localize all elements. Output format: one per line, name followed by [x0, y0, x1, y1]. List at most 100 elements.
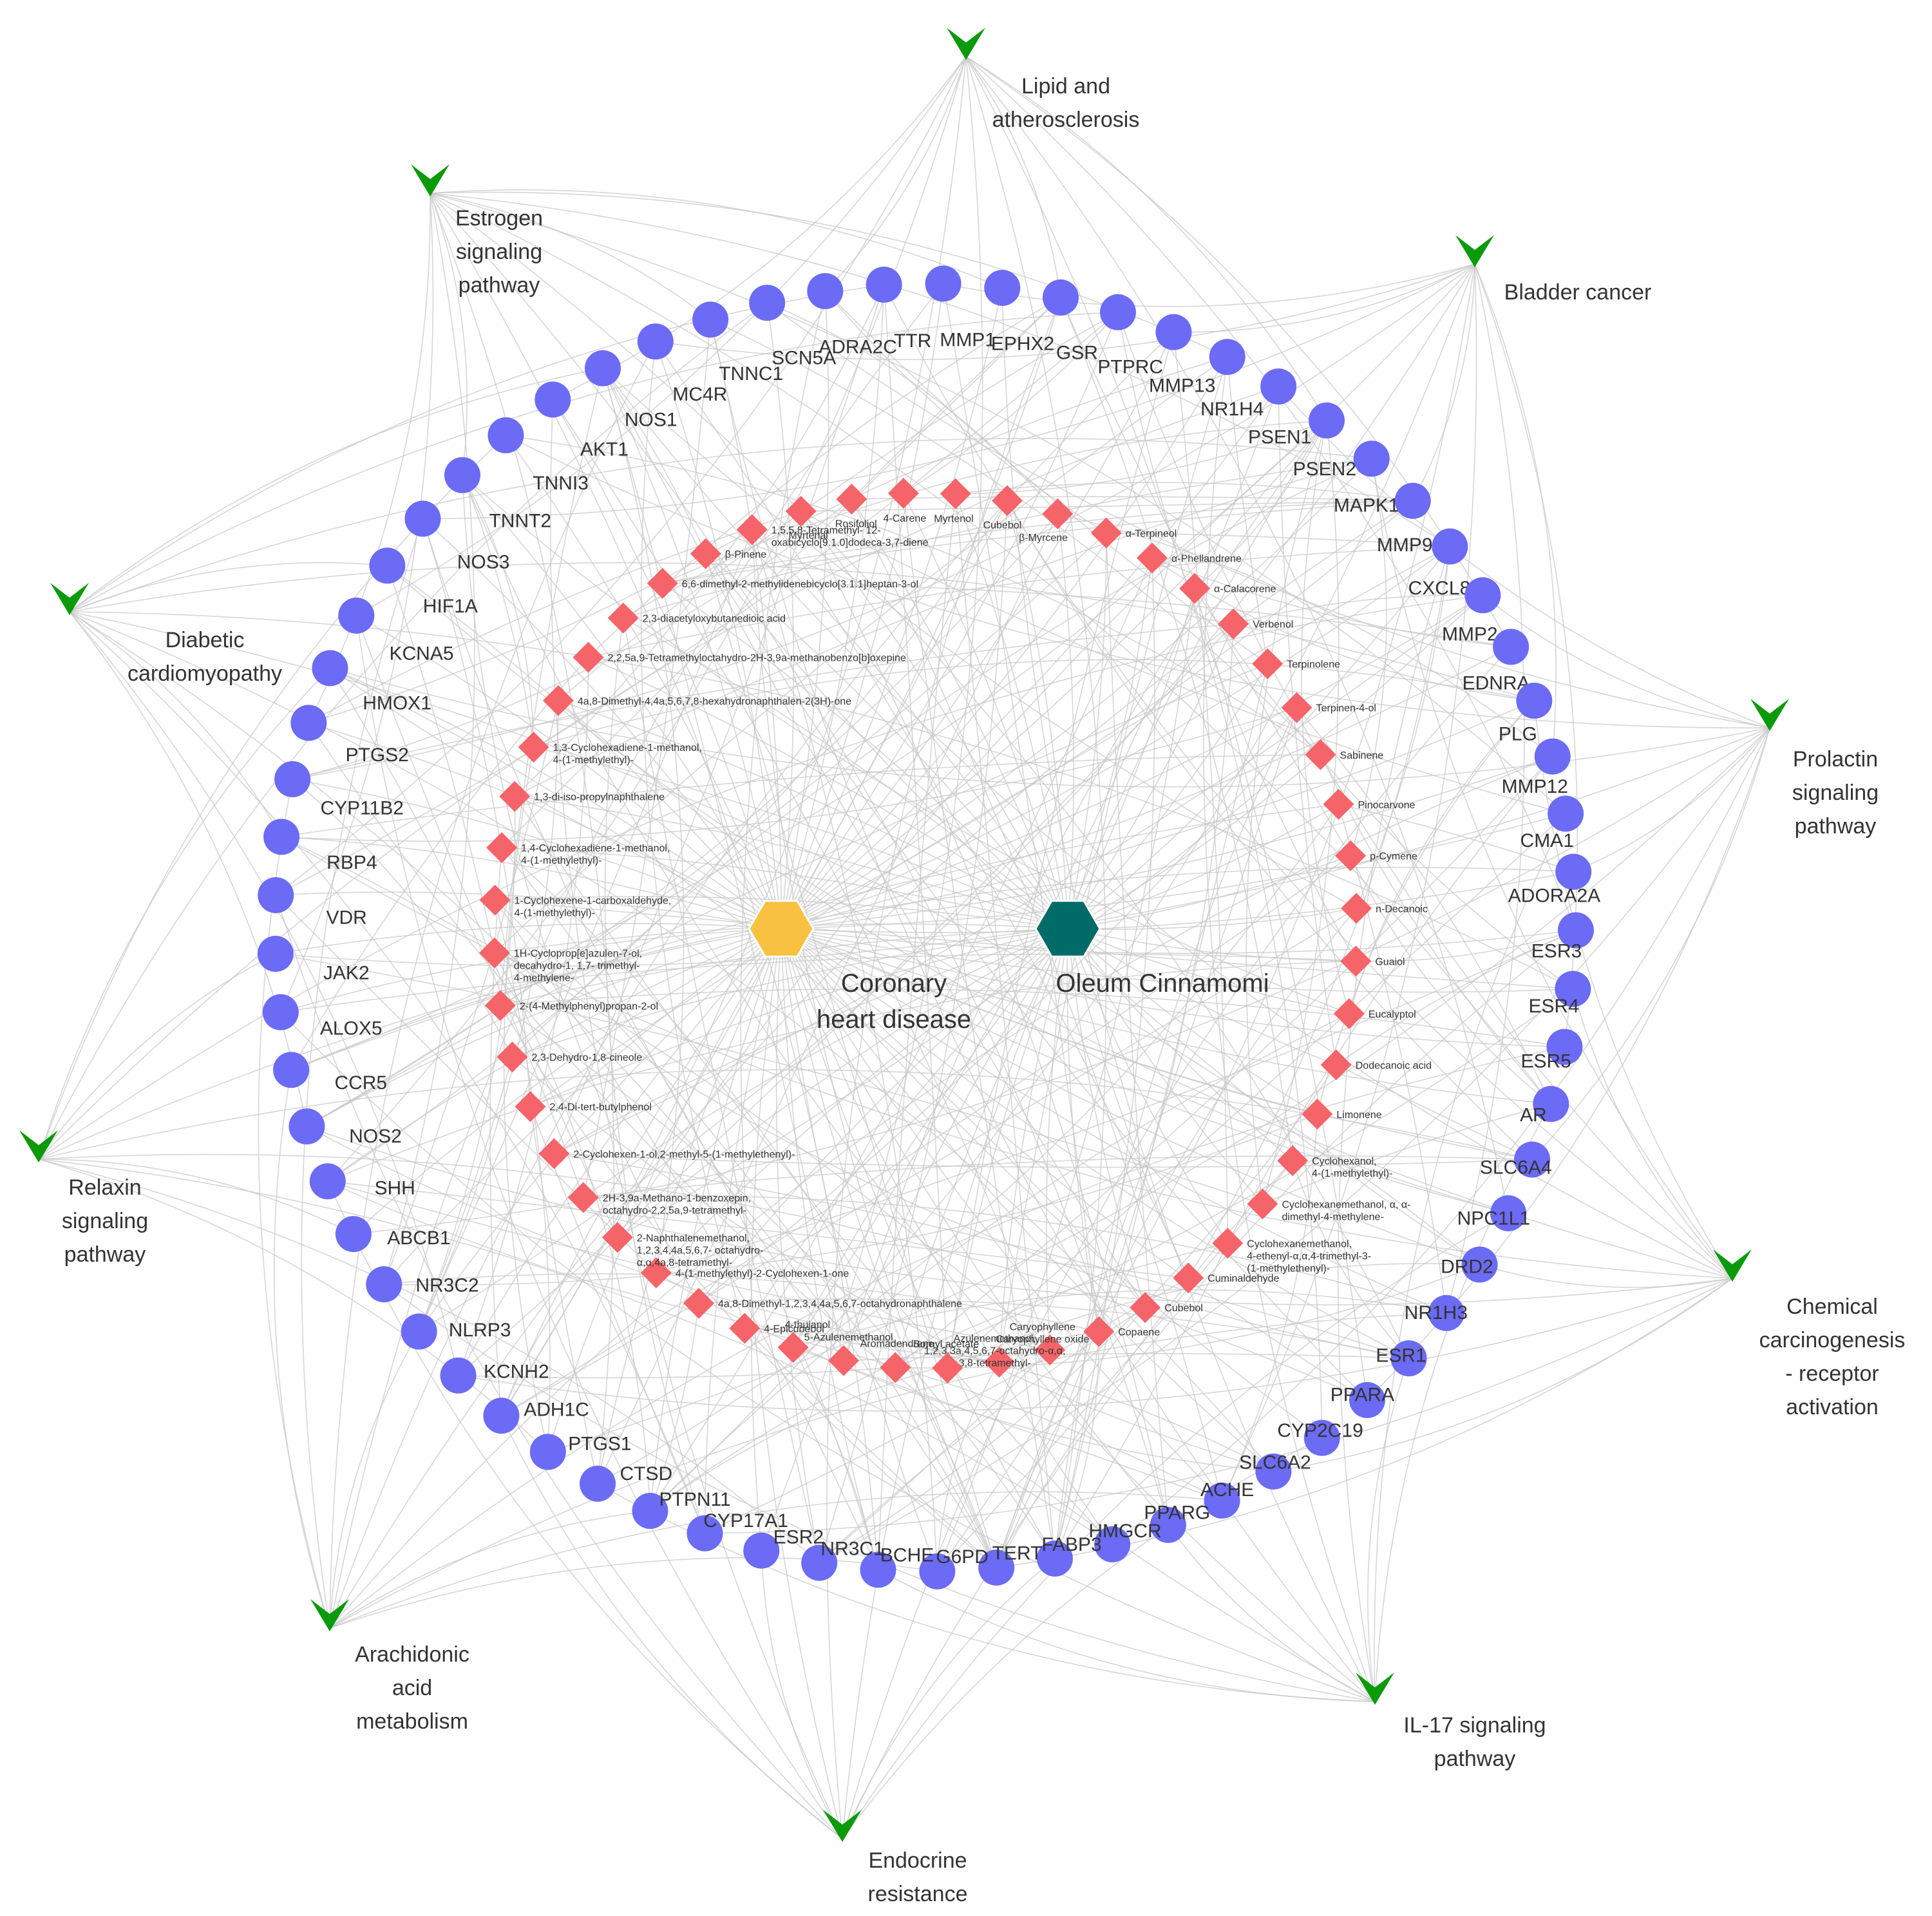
- compound-node[interactable]: Azulenemethanol,1,2,3,3a,4,5,6,7-octahyd…: [924, 1334, 1066, 1378]
- compound-diamond[interactable]: [515, 1091, 546, 1123]
- compound-node[interactable]: 2,3-Dehydro-1,8-cineole: [497, 1041, 642, 1073]
- compound-node[interactable]: α-Terpineol: [1090, 517, 1177, 549]
- target-circle[interactable]: [1555, 971, 1591, 1007]
- compound-node[interactable]: 2,2,5a,9-Tetramethyloctahydro-2H-3,9a-me…: [573, 641, 906, 673]
- target-node[interactable]: ESR5: [1520, 1029, 1583, 1072]
- pathway-chevron-icon[interactable]: [823, 1810, 862, 1842]
- compound-node[interactable]: Cubebol: [1130, 1292, 1203, 1323]
- target-node[interactable]: AR: [1520, 1086, 1569, 1126]
- target-circle[interactable]: [290, 705, 327, 741]
- target-node[interactable]: CXCL8: [1408, 528, 1471, 600]
- target-circle[interactable]: [289, 1108, 325, 1145]
- target-node[interactable]: NR3C1: [801, 1538, 884, 1581]
- compound-node[interactable]: 1,5,5,8-Tetramethyl- 12-oxabicyclo[9.1.0…: [736, 514, 929, 548]
- target-node[interactable]: CMA1: [1520, 795, 1584, 851]
- compound-diamond[interactable]: [736, 514, 768, 545]
- target-circle[interactable]: [1042, 279, 1079, 316]
- target-circle[interactable]: [580, 1465, 616, 1502]
- target-circle[interactable]: [1432, 528, 1468, 565]
- target-node[interactable]: NR3C2: [366, 1266, 479, 1303]
- compound-diamond[interactable]: [1218, 608, 1249, 640]
- compound-node[interactable]: p-Cymene: [1335, 840, 1417, 871]
- herb-hub[interactable]: Oleum Cinnamomi: [1034, 900, 1269, 998]
- target-circle[interactable]: [1534, 738, 1571, 775]
- target-circle[interactable]: [925, 265, 961, 302]
- compound-node[interactable]: 1,3-di-iso-propylnaphthalene: [499, 781, 665, 812]
- compound-node[interactable]: β-Pinene: [690, 538, 766, 569]
- target-circle[interactable]: [1428, 1295, 1464, 1331]
- compound-node[interactable]: Terpinen-4-ol: [1281, 692, 1376, 723]
- compound-diamond[interactable]: [836, 484, 867, 515]
- target-node[interactable]: EDNRA: [1463, 629, 1530, 694]
- target-node[interactable]: PPARG: [1144, 1503, 1210, 1543]
- target-circle[interactable]: [1464, 577, 1501, 614]
- compound-node[interactable]: 4-Epicubebol: [729, 1313, 824, 1344]
- target-circle[interactable]: [1557, 912, 1594, 949]
- target-node[interactable]: MMP2: [1442, 577, 1501, 645]
- compound-diamond[interactable]: [518, 732, 549, 763]
- target-circle[interactable]: [335, 1216, 372, 1253]
- compound-diamond[interactable]: [785, 495, 817, 527]
- target-node[interactable]: SLC6A2: [1239, 1452, 1311, 1490]
- target-node[interactable]: NLRP3: [401, 1313, 511, 1350]
- compound-node[interactable]: Copaene: [1083, 1316, 1160, 1347]
- target-circle[interactable]: [1099, 294, 1136, 330]
- compound-node[interactable]: 5-Azulenemethanol: [804, 1332, 893, 1376]
- target-circle[interactable]: [262, 994, 299, 1030]
- target-node[interactable]: TNNT2: [444, 457, 551, 532]
- compound-diamond[interactable]: [1320, 1049, 1352, 1081]
- target-node[interactable]: EPHX2: [984, 269, 1054, 355]
- target-node[interactable]: TERT: [978, 1542, 1042, 1586]
- target-circle[interactable]: [1493, 629, 1530, 665]
- target-node[interactable]: NPC1L1: [1457, 1195, 1530, 1231]
- compound-node[interactable]: α-Calacorene: [1179, 573, 1276, 604]
- target-node[interactable]: MMP13: [1149, 314, 1215, 397]
- target-node[interactable]: ADH1C: [483, 1398, 589, 1434]
- compound-node[interactable]: 2,4-Di-tert-butylphenol: [515, 1091, 652, 1123]
- target-circle[interactable]: [637, 323, 674, 360]
- compound-node[interactable]: 1H-Cycloprop[e]azulen-7-ol,decahydro-1, …: [478, 937, 642, 984]
- compound-diamond[interactable]: [1333, 998, 1365, 1029]
- target-circle[interactable]: [1303, 1419, 1340, 1456]
- pathway-chevron-icon[interactable]: [411, 164, 450, 196]
- compound-diamond[interactable]: [538, 1138, 570, 1170]
- target-node[interactable]: PTGS1: [529, 1434, 632, 1470]
- target-node[interactable]: ESR1: [1376, 1340, 1427, 1377]
- compound-diamond[interactable]: [573, 641, 604, 673]
- compound-node[interactable]: Myrtenal: [785, 495, 828, 541]
- target-circle[interactable]: [1461, 1246, 1498, 1283]
- target-node[interactable]: SHH: [309, 1163, 415, 1200]
- target-node[interactable]: CTSD: [580, 1463, 672, 1502]
- target-circle[interactable]: [1394, 482, 1431, 519]
- compound-diamond[interactable]: [991, 485, 1023, 517]
- target-node[interactable]: CYP2C19: [1277, 1419, 1363, 1456]
- compound-diamond[interactable]: [640, 1257, 672, 1289]
- pathway-chevron-icon[interactable]: [1750, 699, 1789, 731]
- compound-diamond[interactable]: [880, 1352, 911, 1383]
- compound-node[interactable]: Rosifoliol: [835, 484, 877, 529]
- target-circle[interactable]: [1353, 441, 1390, 477]
- target-node[interactable]: HIF1A: [369, 547, 478, 617]
- target-circle[interactable]: [632, 1492, 668, 1529]
- compound-node[interactable]: Eucalyptol: [1333, 998, 1416, 1029]
- target-circle[interactable]: [1548, 795, 1584, 832]
- compound-diamond[interactable]: [1247, 1188, 1278, 1220]
- compound-node[interactable]: Terpinolene: [1252, 648, 1340, 679]
- compound-node[interactable]: Cubebol: [983, 485, 1023, 531]
- herb-hexagon[interactable]: [1034, 900, 1101, 958]
- compound-diamond[interactable]: [1302, 1098, 1333, 1130]
- target-node[interactable]: FABP3: [1036, 1534, 1102, 1577]
- compound-diamond[interactable]: [777, 1332, 809, 1363]
- target-circle[interactable]: [366, 1266, 402, 1303]
- target-circle[interactable]: [440, 1357, 477, 1394]
- pathway-chevron-icon[interactable]: [947, 28, 985, 60]
- target-circle[interactable]: [273, 1052, 310, 1088]
- compound-diamond[interactable]: [1173, 1262, 1204, 1294]
- target-node[interactable]: ABCB1: [335, 1216, 451, 1253]
- target-node[interactable]: ALOX5: [262, 994, 383, 1039]
- compound-node[interactable]: Dodecanoic acid: [1320, 1049, 1432, 1081]
- target-circle[interactable]: [1260, 368, 1297, 405]
